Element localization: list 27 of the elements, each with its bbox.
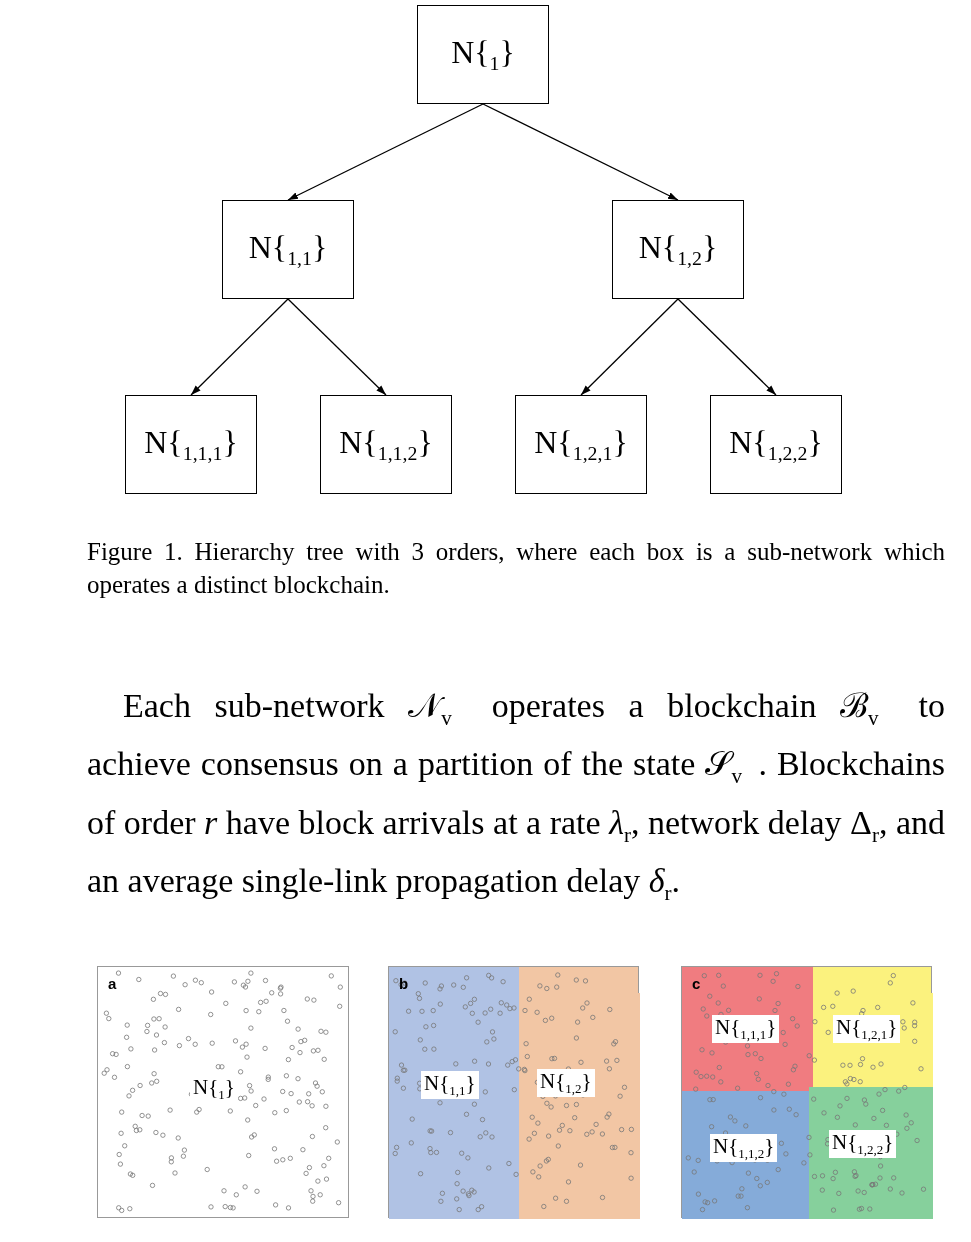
- arrow: [190, 298, 289, 396]
- region-label: N{$_{1,1,1}$}: [712, 1015, 780, 1044]
- region-label: N{$_{1,2,1}$}: [833, 1015, 901, 1044]
- arrow: [677, 298, 777, 396]
- region-label: N{$_{1,1,2}$}: [710, 1134, 778, 1163]
- tree-node-box: N{$_{1,2,1}$}: [515, 395, 647, 494]
- tree-node-box: N{$_{1,1}$}: [222, 200, 354, 299]
- region-label: N{$_{1,2,2}$}: [829, 1130, 897, 1159]
- body-paragraph: Each sub-network 𝒩$_{v⃗}$ operates a blockchain ℬ$_{v⃗}$ to achieve consensus on a partition of the state 𝒮$_{v⃗}$. Blockchains of order r have block arrivals at a rate λ$_{r}$, network delay Δ$_{r}$, and an average single-link propagation delay δ$_{r}$.: [87, 686, 945, 907]
- panel-letter: c: [692, 975, 701, 992]
- tree-node-box: N{$_{1,1,2}$}: [320, 395, 452, 494]
- arrow: [482, 103, 679, 201]
- arrow: [287, 298, 387, 396]
- tree-node-box: N{$_{1,1,1}$}: [125, 395, 257, 494]
- tree-node-box: N{$_{1}$}: [417, 5, 549, 104]
- map-region: [682, 1091, 809, 1219]
- region-label: N{$_{1,1}$}: [421, 1071, 479, 1100]
- tree-node-box: N{$_{1,2}$}: [612, 200, 744, 299]
- map-region: [519, 993, 640, 1219]
- tree-node-box: N{$_{1,2,2}$}: [710, 395, 842, 494]
- region-label: N{$_{1,2}$}: [537, 1069, 595, 1098]
- panel-letter: a: [108, 975, 117, 992]
- figure-caption: Figure 1. Hierarchy tree with 3 orders, where each box is a sub-network which operates a distinct blockchain.: [87, 537, 945, 600]
- map-region: [809, 1087, 933, 1219]
- panel-letter: b: [399, 975, 409, 992]
- arrow: [287, 103, 484, 201]
- arrow: [580, 298, 679, 396]
